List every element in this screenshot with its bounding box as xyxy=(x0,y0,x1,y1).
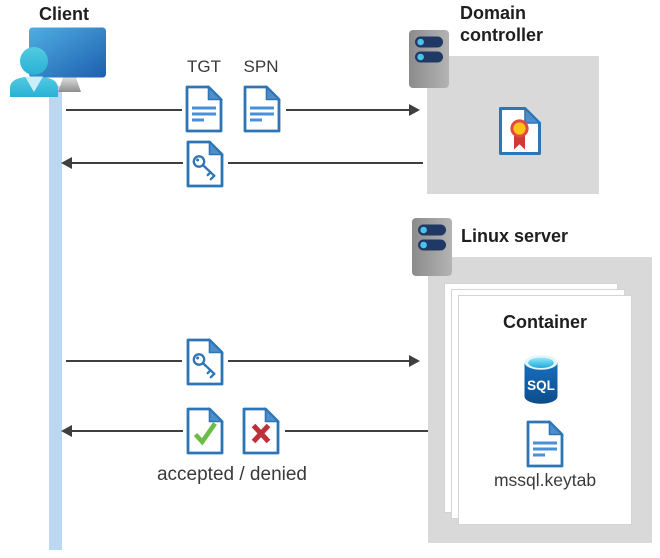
document-text-icon xyxy=(526,420,564,468)
sql-database-icon: SQL xyxy=(524,355,558,404)
client-lifeline xyxy=(49,86,62,550)
linux-server-label: Linux server xyxy=(461,226,569,246)
arrow-client-to-linux-head xyxy=(409,355,420,367)
arrow-linux-to-client-line-left xyxy=(71,430,183,432)
server-icon xyxy=(409,30,449,88)
sql-badge-text: SQL xyxy=(527,378,555,393)
accepted-denied-caption: accepted / denied xyxy=(156,464,307,485)
tgt-label: TGT xyxy=(187,57,221,76)
arrow-client-to-linux-line-left xyxy=(66,360,182,362)
document-text-icon xyxy=(243,85,281,133)
arrow-dc-to-client-line-right xyxy=(228,162,423,164)
document-key-icon xyxy=(186,140,224,188)
arrow-linux-to-client-line-right xyxy=(285,430,428,432)
spn-label: SPN xyxy=(243,57,279,76)
document-check-icon xyxy=(186,407,224,455)
client-workstation-icon xyxy=(10,27,106,97)
document-text-icon xyxy=(185,85,223,133)
arrow-dc-to-client-line-left xyxy=(71,162,183,164)
certificate-document-icon xyxy=(499,106,542,155)
server-icon xyxy=(412,218,452,276)
arrow-linux-to-client-head xyxy=(61,425,72,437)
client-label: Client xyxy=(38,4,89,24)
domain-controller-label: Domain controller xyxy=(460,3,544,45)
arrow-client-to-linux-line-right xyxy=(228,360,410,362)
arrow-client-to-dc-line-left xyxy=(66,109,182,111)
arrow-dc-to-client-head xyxy=(61,157,72,169)
container-label: Container xyxy=(502,312,587,332)
container-card xyxy=(458,295,632,525)
document-x-icon xyxy=(242,407,280,455)
arrow-client-to-dc-head xyxy=(409,104,420,116)
keytab-label: mssql.keytab xyxy=(493,470,597,490)
document-key-icon xyxy=(186,338,224,386)
arrow-client-to-dc-line-right xyxy=(286,109,410,111)
